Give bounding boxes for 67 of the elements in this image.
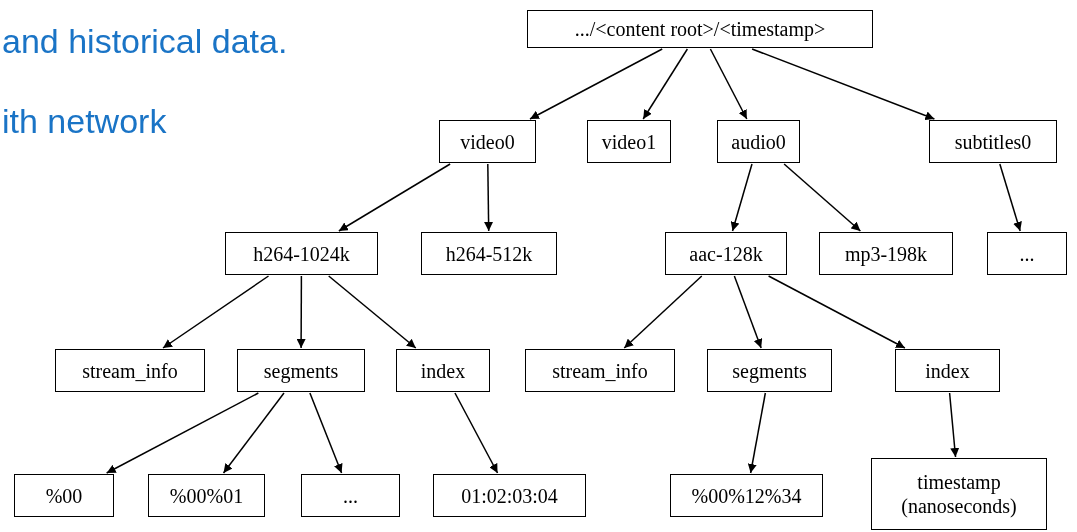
- folder-name: video1: [601, 129, 657, 154]
- arrow: [327, 275, 417, 349]
- slide-text: and historical data.: [2, 22, 288, 61]
- arrow: [623, 275, 703, 349]
- folder-name: segments: [263, 358, 339, 383]
- folder-box: [527, 10, 873, 48]
- folder-name: index: [420, 358, 466, 383]
- folder-box: [225, 232, 378, 275]
- folder-name: timestamp (nanoseconds): [900, 470, 1018, 518]
- folder-name: ...: [343, 483, 358, 508]
- folder-name: stream_info: [82, 358, 178, 383]
- arrow: [338, 163, 451, 232]
- folder-box: [421, 232, 557, 275]
- folder-name: .../<content root>/<timestamp>: [574, 17, 826, 41]
- arrow: [642, 48, 689, 120]
- arrow: [767, 275, 906, 349]
- folder-name: %00%12%34: [691, 483, 802, 508]
- folder-box: [987, 232, 1067, 275]
- folder-box: [237, 349, 365, 392]
- folder-box: [819, 232, 953, 275]
- arrow: [783, 163, 862, 232]
- folder-box: [439, 120, 536, 163]
- arrow: [709, 48, 748, 120]
- arrow: [162, 275, 270, 349]
- arrow: [730, 163, 753, 232]
- folder-name: index: [925, 358, 970, 383]
- arrow: [454, 392, 499, 474]
- arrow: [751, 48, 936, 120]
- folder-name: audio0: [731, 129, 786, 154]
- folder-box: [525, 349, 675, 392]
- folder-name: 01:02:03:04: [461, 483, 558, 508]
- arrow: [222, 392, 285, 474]
- arrow: [747, 392, 767, 474]
- folder-box: [895, 349, 1000, 392]
- folder-box: [396, 349, 490, 392]
- folder-name: aac-128k: [689, 241, 763, 266]
- folder-box: [717, 120, 800, 163]
- folder-name: mp3-198k: [844, 241, 928, 266]
- arrow: [296, 275, 306, 349]
- arrow: [484, 163, 494, 232]
- arrow: [105, 392, 260, 474]
- folder-box: [665, 232, 787, 275]
- arrow: [309, 392, 343, 474]
- folder-box: [871, 458, 1047, 530]
- folder-name: video0: [460, 129, 515, 154]
- folder-box: [707, 349, 832, 392]
- folder-name: %00%01: [169, 483, 244, 508]
- folder-name: %00: [45, 483, 83, 508]
- folder-box: [670, 474, 823, 517]
- folder-box: [929, 120, 1057, 163]
- folder-name: ...: [1019, 241, 1035, 266]
- folder-box: [14, 474, 114, 517]
- folder-name: stream_info: [552, 358, 648, 383]
- arrow: [733, 275, 763, 349]
- folder-name: segments: [732, 358, 807, 383]
- folder-box: [148, 474, 265, 517]
- folder-name: h264-1024k: [253, 241, 350, 266]
- arrow: [529, 48, 663, 120]
- arrow: [999, 163, 1022, 232]
- folder-box: [433, 474, 586, 517]
- folder-name: h264-512k: [445, 241, 533, 266]
- slide-text: ith network: [2, 102, 167, 141]
- folder-name: subtitles0: [954, 129, 1032, 154]
- folder-box: [55, 349, 205, 392]
- folder-box: [587, 120, 671, 163]
- folder-box: [301, 474, 400, 517]
- arrow: [948, 392, 960, 458]
